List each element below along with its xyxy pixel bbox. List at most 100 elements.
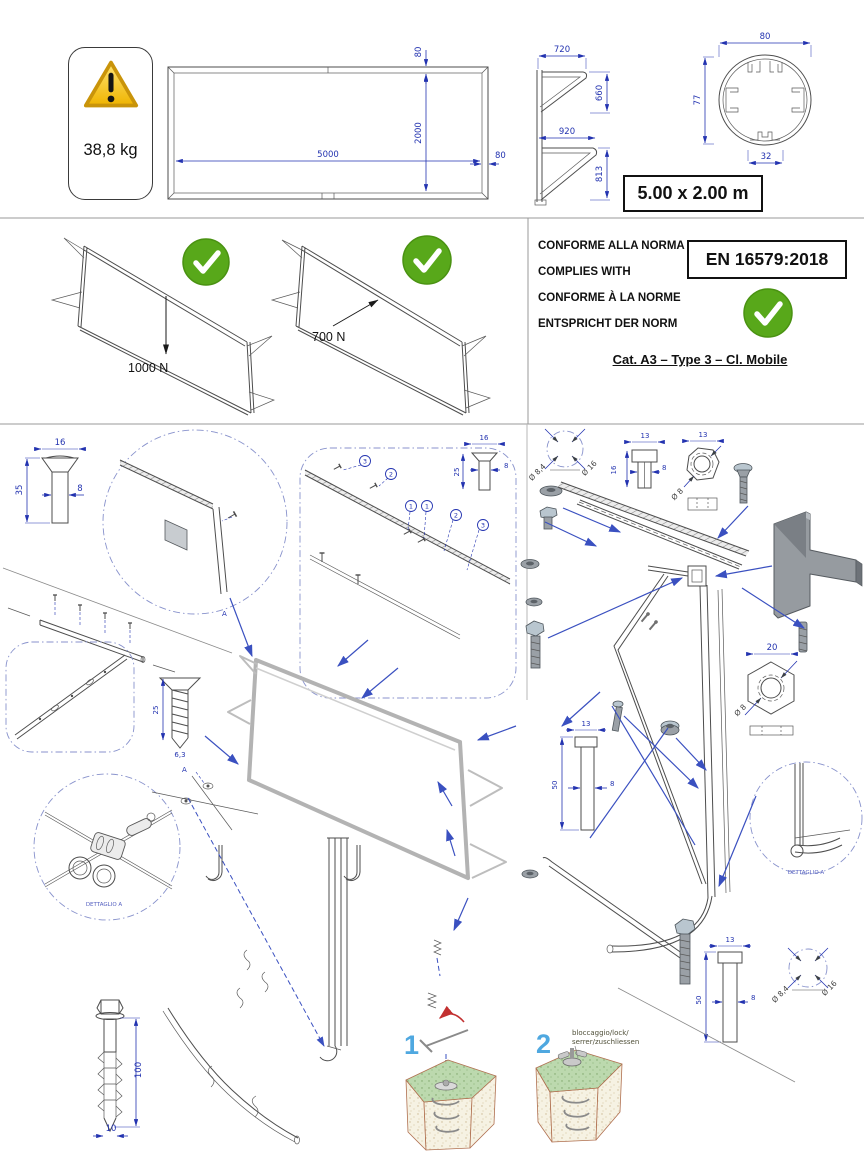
dim-side-upper-height: 660 [595, 85, 605, 101]
dim-hexnut20-w: 20 [767, 643, 778, 653]
dim-ground-length: 100 [134, 1062, 144, 1078]
callout-6: 3 [466, 519, 489, 571]
svg-text:1: 1 [409, 503, 413, 511]
clamp-detail-circle: DETTAGLIO A [33, 773, 181, 921]
svg-text:3: 3 [363, 458, 367, 466]
dim-hexnut13-dia: Ø 8 [669, 486, 685, 502]
dim-bolt50b-length: 50 [695, 996, 703, 1005]
dim-profile-top: 80 [414, 47, 424, 58]
dim-bolt50m-length: 50 [551, 781, 559, 790]
dim-side-top-width: 720 [554, 45, 570, 55]
goal-size-label: 5.00 x 2.00 m [623, 175, 763, 212]
load-test-goal-horizontal: 700 N [270, 235, 492, 416]
dim-washer-inner: Ø 8,4 [527, 462, 548, 483]
dim-profile-width: 80 [760, 32, 771, 42]
side-view-drawing: 720 660 920 813 [534, 45, 610, 206]
profile-section-drawing: 80 77 32 [693, 32, 812, 166]
bolt-50-detail-bottom: 13 50 8 [674, 918, 755, 1043]
anchor-step-2: 2 bloccaggio/lock/ serrer/zuschliessen [535, 1029, 639, 1143]
dim-drill-dia: 6,3 [174, 751, 185, 759]
dim-height: 2000 [414, 122, 424, 144]
lock-label-line2: serrer/zuschliessen [572, 1038, 639, 1046]
callout-1: 3 [342, 455, 371, 471]
callout-4: 1 [421, 500, 433, 539]
hex-nut-20-detail: 20 Ø 8 [732, 621, 808, 736]
front-view-drawing: 80 2000 5000 80 [167, 47, 506, 200]
section-dividers [0, 217, 864, 700]
svg-text:2: 2 [389, 471, 393, 479]
detail-a-label-left: DETTAGLIO A [86, 902, 123, 908]
dim-csk25-dia: 8 [504, 462, 508, 470]
rail-exploded [557, 481, 750, 570]
anchor-step-parts [419, 939, 469, 1078]
dim-profile-slot: 32 [761, 152, 772, 162]
washer-detail-bottom: Ø 8,4 Ø 16 [770, 947, 839, 1005]
svg-text:1: 1 [425, 503, 429, 511]
lock-label-line1: bloccaggio/lock/ [572, 1029, 629, 1037]
dim-csk25-head: 16 [480, 434, 489, 442]
compliance-lines: CONFORME ALLA NORMA COMPLIES WITH CONFOR… [538, 240, 688, 344]
dim-csk35-length: 35 [15, 485, 25, 496]
weight-card: 38,8 kg [68, 47, 153, 200]
ground-frame-corner [162, 1007, 300, 1145]
post-side-view [319, 837, 349, 1062]
drill-screw-detail: 25 6,3 A [152, 677, 202, 774]
compliance-line-fr: CONFORME À LA NORME [538, 292, 681, 304]
dim-side-mid-width: 920 [559, 127, 575, 137]
leader-a-label: A [222, 610, 227, 618]
callout-3: 1 [405, 500, 417, 531]
load-vertical-label: 1000 N [128, 361, 168, 375]
corner-detail-circle: A [102, 429, 288, 618]
dim-bolt50m-dia: 8 [610, 780, 614, 788]
dim-side-lower-height: 813 [595, 166, 605, 182]
slot-nut-detail: 13 16 8 [610, 432, 666, 489]
dim-slotnut-h: 16 [610, 465, 618, 474]
step-2-number: 2 [536, 1029, 551, 1059]
category-label: Cat. A3 – Type 3 – Cl. Mobile [612, 352, 788, 367]
dim-csk35-head: 16 [55, 438, 66, 448]
csk-screw-35-detail: 16 35 8 [15, 438, 86, 524]
check-icon-compliance [743, 288, 793, 338]
callout-2: 2 [378, 468, 397, 487]
load-horizontal-label: 700 N [312, 330, 345, 344]
compliance-line-it: CONFORME ALLA NORMA [538, 240, 685, 252]
dim-washer-outer: Ø 16 [580, 459, 599, 478]
goal-overview-gray [227, 655, 507, 880]
load-test-goal-vertical: 1000 N [50, 237, 275, 416]
dim-bolt50b-head: 13 [726, 936, 735, 944]
compliance-line-de: ENTSPRICHT DER NORM [538, 318, 678, 330]
check-icon-goal-horizontal [402, 235, 452, 285]
csk-screw-25-detail: 16 25 8 [453, 434, 508, 491]
dim-profile-height: 77 [693, 95, 703, 106]
norm-code-box: EN 16579:2018 [687, 240, 847, 279]
corner-bracket [773, 511, 863, 619]
dim-width: 5000 [317, 150, 339, 160]
dim-slotnut-dia: 8 [662, 464, 666, 472]
dim-bolt50b-dia: 8 [751, 994, 755, 1002]
weight-label: 38,8 kg [83, 141, 138, 159]
ground-bar-exploded [2, 567, 233, 673]
warning-icon [83, 60, 138, 108]
dim-washer2-outer: Ø 16 [820, 979, 839, 998]
clamp-iso-small [151, 771, 259, 831]
detail-a-label-right: DETTAGLIO A [788, 870, 825, 876]
dim-profile-right: 80 [495, 151, 506, 161]
dim-slotnut-w: 13 [641, 432, 650, 440]
bar-detail-panel [5, 641, 135, 753]
leader-a-label-2: A [182, 766, 187, 774]
frame-assembly-exploded [520, 559, 731, 961]
dim-washer2-inner: Ø 8,4 [770, 984, 791, 1005]
dim-hexnut20-dia: Ø 8 [732, 702, 748, 718]
dim-ground-dia: 10 [106, 1124, 117, 1134]
net-hooks [205, 845, 361, 1009]
crossbar-panel: 3 2 1 1 2 3 [299, 447, 517, 699]
callout-5: 2 [443, 509, 462, 552]
washer-detail-top: Ø 8,4 Ø 16 [527, 428, 599, 530]
dim-hexnut13-w: 13 [699, 431, 708, 439]
step-1-number: 1 [404, 1030, 419, 1060]
check-icon-goal-vertical [182, 238, 230, 286]
svg-text:2: 2 [454, 512, 458, 520]
csk-screw-iso [733, 463, 753, 504]
bolt-50-detail-mid: 13 50 8 [551, 720, 614, 831]
